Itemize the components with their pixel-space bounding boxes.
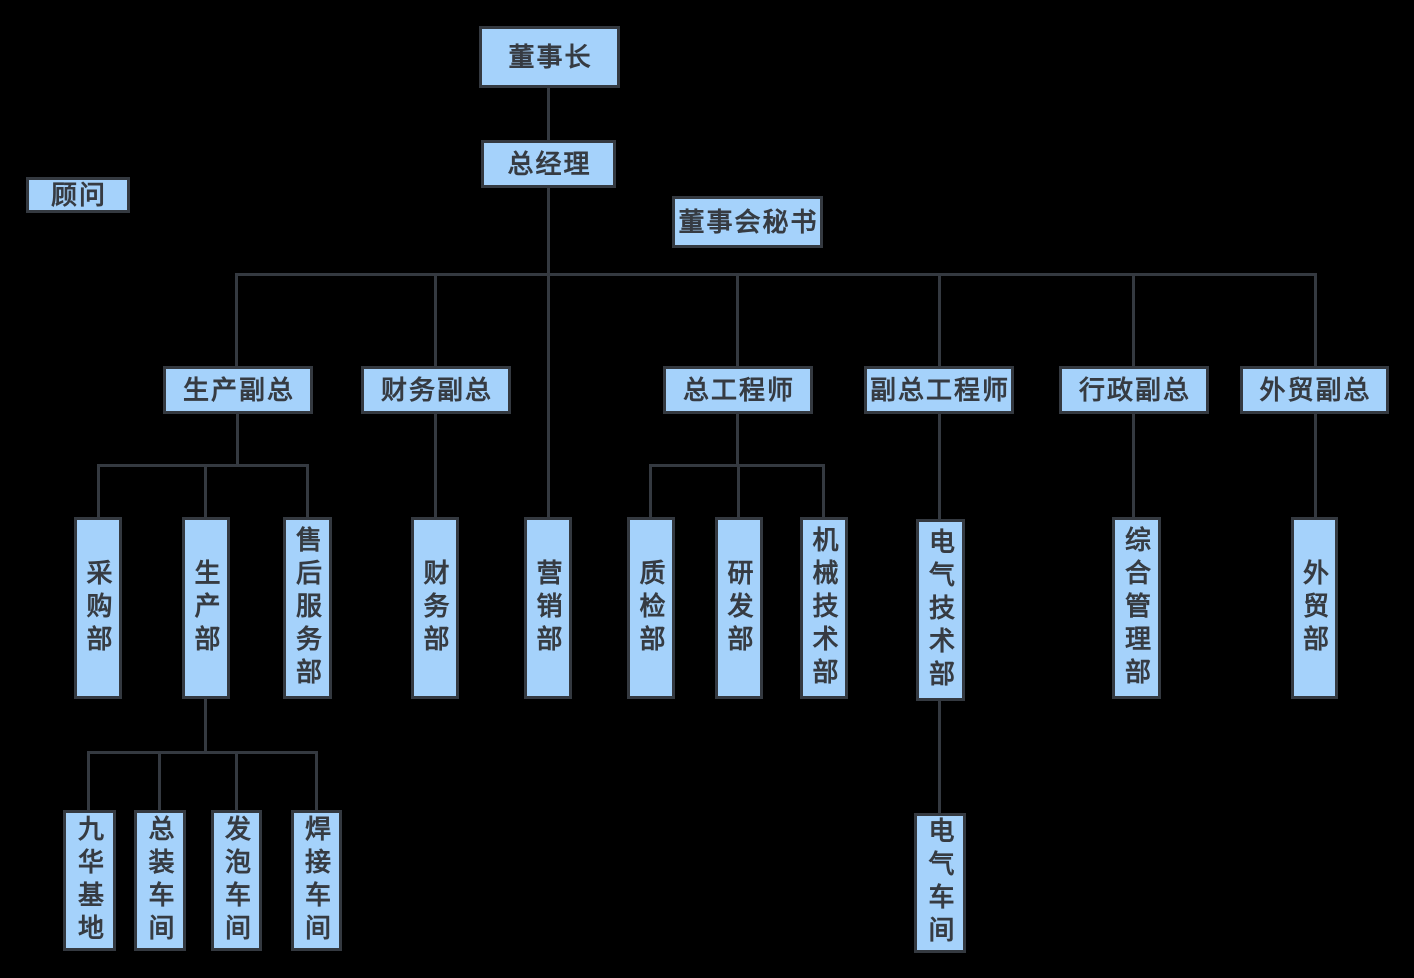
org-node-label: 营销部	[533, 558, 563, 658]
connector-drop-mech-tech	[822, 466, 825, 517]
org-node-label: 财务副总	[380, 375, 493, 405]
connector-drop-chief-engineer	[736, 275, 739, 367]
connector-vp-admin-general-mgmt	[1132, 414, 1135, 517]
org-node-label: 外贸部	[1299, 558, 1330, 658]
org-node-label: 总装车间	[145, 814, 175, 947]
org-node-production-dept[interactable]: 生产部	[182, 517, 230, 699]
connector-production-dept-down	[204, 699, 207, 753]
org-node-label: 机械技术部	[809, 525, 839, 691]
org-node-label: 副总工程师	[869, 375, 1010, 405]
org-node-label: 综合管理部	[1121, 525, 1152, 691]
connector-drop-jiuhua	[87, 753, 90, 810]
connector-drop-foaming	[235, 753, 238, 810]
org-node-marketing-dept[interactable]: 营销部	[524, 517, 572, 699]
org-node-general-mgmt-dept[interactable]: 综合管理部	[1112, 517, 1161, 699]
connector-drop-after-sales	[306, 466, 309, 517]
org-node-rd-dept[interactable]: 研发部	[715, 517, 763, 699]
org-node-label: 采购部	[83, 558, 113, 658]
org-node-label: 研发部	[724, 558, 754, 658]
org-node-label: 顾问	[50, 180, 107, 210]
org-node-label: 九华基地	[74, 814, 105, 947]
org-node-quality-dept[interactable]: 质检部	[627, 517, 675, 699]
org-node-label: 董事会秘书	[678, 207, 819, 237]
connector-vp-foreign-trade-dept	[1314, 414, 1317, 517]
org-node-label: 焊接车间	[301, 814, 332, 947]
org-node-label: 生产副总	[182, 375, 295, 405]
org-node-chairman[interactable]: 董事长	[479, 26, 620, 88]
connector-drop-deputy-chief-engineer	[938, 275, 941, 367]
connector-gm-trunk	[547, 188, 550, 518]
org-node-board-secretary[interactable]: 董事会秘书	[672, 196, 823, 248]
connector-bus-workshops	[87, 751, 318, 754]
org-node-label: 财务部	[420, 558, 450, 658]
connector-chairman-gm	[547, 88, 550, 141]
connector-bus-production-depts	[97, 464, 309, 467]
connector-drop-vp-production	[235, 275, 238, 367]
connector-bus-level2	[235, 273, 1317, 276]
connector-drop-production-dept	[204, 466, 207, 517]
org-node-deputy-chief-engineer[interactable]: 副总工程师	[864, 366, 1014, 414]
org-node-finance-dept[interactable]: 财务部	[411, 517, 459, 699]
org-node-advisor[interactable]: 顾问	[26, 177, 130, 213]
connector-bus-engineer-depts	[649, 464, 825, 467]
org-node-label: 电气技术部	[925, 527, 956, 693]
org-node-vp-production[interactable]: 生产副总	[163, 366, 313, 414]
connector-chief-engineer-down	[736, 414, 739, 466]
org-node-label: 生产部	[191, 558, 221, 658]
org-node-after-sales-dept[interactable]: 售后服务部	[283, 517, 332, 699]
org-node-label: 质检部	[636, 558, 666, 658]
org-node-label: 总经理	[507, 149, 592, 179]
org-node-general-manager[interactable]: 总经理	[481, 140, 616, 188]
connector-vp-finance-finance-dept	[434, 414, 437, 517]
connector-drop-assembly	[158, 753, 161, 810]
connector-drop-vp-admin	[1132, 275, 1135, 367]
org-node-label: 外贸副总	[1259, 375, 1372, 405]
org-node-foreign-trade-dept[interactable]: 外贸部	[1291, 517, 1338, 699]
connector-drop-welding	[315, 753, 318, 810]
connector-elec-tech-workshop	[938, 701, 941, 813]
connector-drop-vp-foreign-trade	[1314, 275, 1317, 367]
org-node-purchasing-dept[interactable]: 采购部	[74, 517, 122, 699]
org-node-vp-admin[interactable]: 行政副总	[1059, 366, 1209, 414]
org-node-mech-tech-dept[interactable]: 机械技术部	[800, 517, 848, 699]
org-node-vp-finance[interactable]: 财务副总	[361, 366, 511, 414]
org-node-jiuhua-base[interactable]: 九华基地	[63, 810, 116, 951]
org-node-vp-foreign-trade[interactable]: 外贸副总	[1240, 366, 1389, 414]
org-node-electrical-workshop[interactable]: 电气车间	[914, 813, 966, 953]
org-node-label: 董事长	[508, 42, 593, 72]
connector-drop-vp-finance	[434, 275, 437, 367]
connector-vp-production-down	[236, 414, 239, 466]
org-node-label: 发泡车间	[221, 814, 252, 947]
org-node-label: 电气车间	[925, 817, 955, 949]
org-node-label: 行政副总	[1078, 375, 1191, 405]
org-node-assembly-workshop[interactable]: 总装车间	[134, 810, 186, 951]
org-node-label: 总工程师	[682, 375, 795, 405]
connector-drop-rd	[737, 466, 740, 517]
org-node-foaming-workshop[interactable]: 发泡车间	[211, 810, 262, 951]
connector-deputy-chief-elec-tech	[938, 414, 941, 519]
org-node-label: 售后服务部	[292, 525, 323, 691]
org-node-chief-engineer[interactable]: 总工程师	[663, 366, 813, 414]
org-node-welding-workshop[interactable]: 焊接车间	[291, 810, 342, 951]
connector-drop-quality	[649, 466, 652, 517]
connector-drop-purchasing	[97, 466, 100, 517]
org-node-elec-tech-dept[interactable]: 电气技术部	[916, 519, 965, 701]
